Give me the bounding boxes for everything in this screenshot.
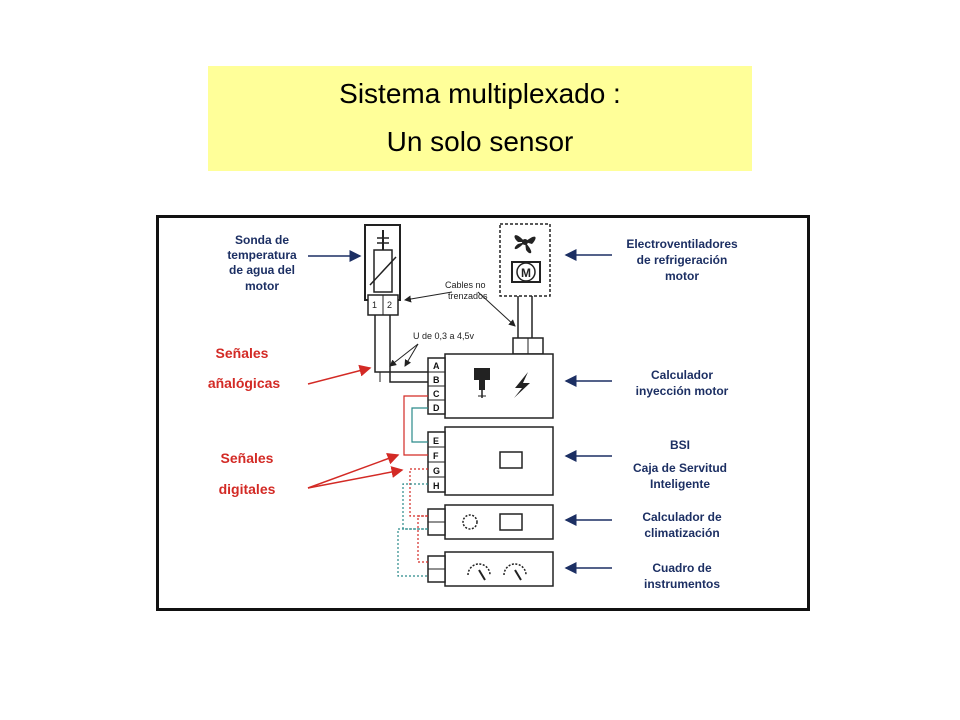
sensor-pin-1: 1 [372,300,377,310]
ecu-pin-b: B [433,375,440,385]
sensor-label: Sonda de temperatura de agua del motor [227,233,362,293]
bsi-pin-e: E [433,436,439,446]
temperature-sensor: 1 2 [364,224,401,316]
svg-text:climatización: climatización [644,526,719,540]
svg-text:motor: motor [245,279,279,293]
svg-text:Cuadro de: Cuadro de [652,561,712,575]
digital-signals-label: Señales digitales [219,450,404,497]
svg-text:inyección motor: inyección motor [636,384,729,398]
cables-label-2: trenzados [448,291,488,301]
svg-text:M: M [521,266,531,280]
annotation-arrows [389,291,516,367]
climate-ecu [427,504,554,540]
svg-text:Calculador: Calculador [651,368,713,382]
analog-signals-label: Señales añalógicas [208,345,372,391]
spark-icon [514,372,530,398]
fan-icon [514,235,536,254]
gauge-icon [467,563,491,581]
bsi-label: BSI Caja de Servitud Inteligente [564,438,727,491]
bsi-pin-g: G [433,466,440,476]
motor-icon: M [511,261,541,283]
svg-text:de refrigeración: de refrigeración [637,253,728,267]
instrument-cluster [427,551,554,587]
ecu-label: Calculador inyección motor [564,368,729,398]
snowflake-icon [462,514,478,530]
title-line-2: Un solo sensor [386,126,574,157]
fans-label: Electroventiladores de refrigeración mot… [564,237,738,283]
diagram-frame [156,215,810,611]
svg-text:Calculador de: Calculador de [642,510,722,524]
digital-wires [397,395,428,577]
svg-text:motor: motor [665,269,699,283]
sensor-wires [374,315,428,383]
cluster-label: Cuadro de instrumentos [564,561,720,591]
svg-text:BSI: BSI [670,438,690,452]
title-line-1: Sistema multiplexado : [339,78,621,109]
cooling-fan-unit: M [499,223,551,355]
svg-text:instrumentos: instrumentos [644,577,720,591]
svg-text:de agua del: de agua del [229,263,295,277]
chip-icon [499,451,523,469]
title-box: Sistema multiplexado : Un solo sensor [208,66,752,171]
cables-label-1: Cables no [445,280,486,290]
svg-text:Señales: Señales [221,450,274,466]
svg-text:Electroventiladores: Electroventiladores [626,237,738,251]
bsi-pin-h: H [433,481,440,491]
bsi-pins: E F G H [427,431,446,493]
svg-text:añalógicas: añalógicas [208,375,281,391]
injector-icon [474,368,490,398]
ecu-pin-a: A [433,361,440,371]
bsi-box [444,426,554,496]
chip-icon [499,513,523,531]
svg-text:Sonda de: Sonda de [235,233,289,247]
ecu-pin-c: C [433,389,440,399]
svg-text:Señales: Señales [216,345,269,361]
ecu-pins: A B C D [427,357,446,415]
svg-text:temperatura: temperatura [227,248,297,262]
sensor-pin-2: 2 [387,300,392,310]
voltage-label: U de 0,3 a 4,5v [413,331,475,341]
gauge-icon [503,563,527,581]
injection-ecu [444,353,554,419]
bsi-pin-f: F [433,451,439,461]
ecu-pin-d: D [433,403,440,413]
svg-text:Caja de Servitud: Caja de Servitud [633,461,727,475]
svg-text:digitales: digitales [219,481,276,497]
climate-label: Calculador de climatización [564,510,722,540]
svg-text:Inteligente: Inteligente [650,477,710,491]
